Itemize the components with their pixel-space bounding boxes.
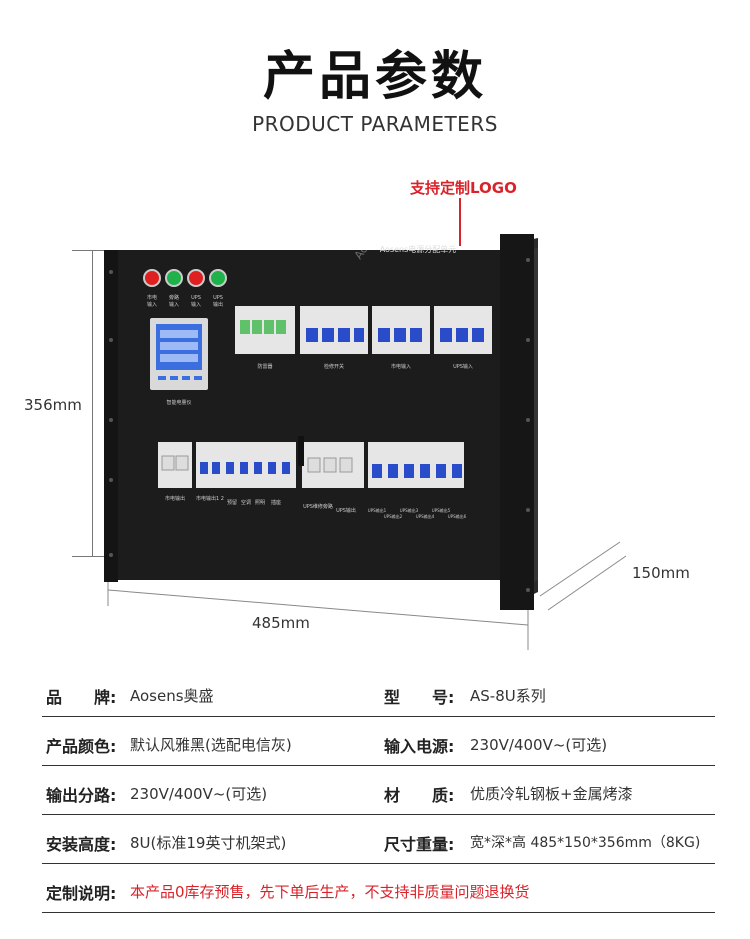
svg-text:UPS输出5: UPS输出5	[432, 507, 451, 513]
spec-value: 230V/400V~(可选)	[130, 785, 268, 803]
svg-text:市电输入: 市电输入	[391, 363, 411, 370]
svg-text:UPS: UPS	[191, 295, 201, 301]
svg-text:空调: 空调	[241, 499, 251, 506]
indicator-lights: 市电 输入 旁路 输入 UPS 输入 UPS 输出	[143, 269, 227, 308]
spec-row-3: 输出分路: 230V/400V~(可选) 材 质: 优质冷轧钢板+金属烤漆	[42, 768, 715, 815]
svg-text:预留: 预留	[227, 499, 237, 506]
spec-value: 230V/400V~(可选)	[470, 736, 608, 754]
svg-text:UPS输出6: UPS输出6	[448, 513, 467, 519]
height-dim-line	[92, 250, 93, 556]
bottom-breaker-row: 市电输出 市电输出1 2 预留 空调 照明 插座 UPS维修旁路 UPS输出 U…	[158, 436, 467, 519]
spec-value: AS-8U系列	[470, 687, 546, 705]
spec-label: 安装高度:	[46, 835, 117, 854]
svg-text:市电: 市电	[147, 294, 157, 301]
dimension-diagonals	[107, 541, 627, 650]
height-dim-tick-top	[72, 250, 112, 251]
spec-value: 宽*深*高 485*150*356mm（8KG)	[470, 835, 701, 851]
spec-label: 输入电源:	[384, 737, 455, 756]
svg-text:市电输出: 市电输出	[165, 495, 185, 502]
device-brand-label: Aosens电源分配单元	[380, 244, 457, 254]
svg-text:插座: 插座	[271, 499, 281, 506]
spec-value: 8U(标准19英寸机架式)	[130, 834, 287, 852]
svg-text:UPS输出: UPS输出	[336, 507, 356, 514]
spec-label: 型 号:	[384, 688, 455, 707]
svg-text:UPS: UPS	[213, 295, 223, 301]
height-dim-tick-bottom	[72, 556, 112, 557]
watermark: 奥盛科技	[537, 393, 550, 437]
spec-row-2: 产品颜色: 默认风雅黑(选配电信灰) 输入电源: 230V/400V~(可选)	[42, 719, 715, 766]
spec-row-1: 品 牌: Aosens奥盛 型 号: AS-8U系列	[42, 670, 715, 717]
height-dim-label: 356mm	[24, 396, 82, 414]
pdu-device: Aosens电源分配单元 市电 输入 旁路 输入 UPS 输入 UPS 输出 智…	[104, 222, 550, 610]
svg-text:UPS维修旁路: UPS维修旁路	[303, 503, 333, 510]
width-dim-label: 485mm	[252, 614, 310, 632]
spec-value: 优质冷轧钢板+金属烤漆	[470, 785, 633, 803]
callout-pointer	[459, 198, 461, 246]
svg-text:市电输出1 2: 市电输出1 2	[196, 495, 224, 502]
page-title: 产品参数	[262, 47, 487, 107]
spec-label: 产品颜色:	[46, 737, 117, 756]
spec-label: 品 牌:	[46, 688, 117, 707]
spec-label: 输出分路:	[46, 786, 117, 805]
spec-row-5: 定制说明: 本产品0库存预售，先下单后生产，不支持非质量问题退换货	[42, 866, 715, 913]
svg-text:输入: 输入	[147, 301, 157, 308]
svg-text:检修开关: 检修开关	[324, 363, 344, 370]
svg-text:输入: 输入	[169, 301, 179, 308]
spec-label: 材 质:	[384, 786, 455, 805]
depth-dim-label: 150mm	[632, 564, 690, 582]
svg-text:旁路: 旁路	[169, 294, 179, 301]
spec-value: Aosens奥盛	[130, 687, 214, 705]
spec-label: 尺寸重量:	[384, 835, 455, 854]
power-meter: 智能电量仪	[150, 318, 208, 406]
svg-text:UPS输入: UPS输入	[453, 363, 473, 370]
svg-text:UPS输出2: UPS输出2	[384, 513, 403, 519]
spec-row-4: 安装高度: 8U(标准19英寸机架式) 尺寸重量: 宽*深*高 485*150*…	[42, 817, 715, 864]
logo-callout: 支持定制LOGO	[410, 179, 517, 197]
svg-text:防雷器: 防雷器	[257, 363, 272, 370]
page-subtitle: PRODUCT PARAMETERS	[252, 112, 498, 136]
spec-value: 默认风雅黑(选配电信灰)	[130, 736, 292, 754]
top-breaker-row: 防雷器 检修开关 市电输入 UPS输入	[235, 306, 492, 370]
svg-text:智能电量仪: 智能电量仪	[166, 399, 191, 406]
svg-text:照明: 照明	[255, 500, 265, 506]
svg-text:UPS输出3: UPS输出3	[400, 507, 419, 513]
svg-text:输出: 输出	[213, 301, 223, 308]
custom-note: 本产品0库存预售，先下单后生产，不支持非质量问题退换货	[130, 883, 530, 901]
spec-label: 定制说明:	[46, 884, 117, 903]
svg-text:输入: 输入	[191, 301, 201, 308]
svg-text:UPS输出1: UPS输出1	[368, 507, 387, 513]
svg-text:UPS输出4: UPS输出4	[416, 513, 435, 519]
